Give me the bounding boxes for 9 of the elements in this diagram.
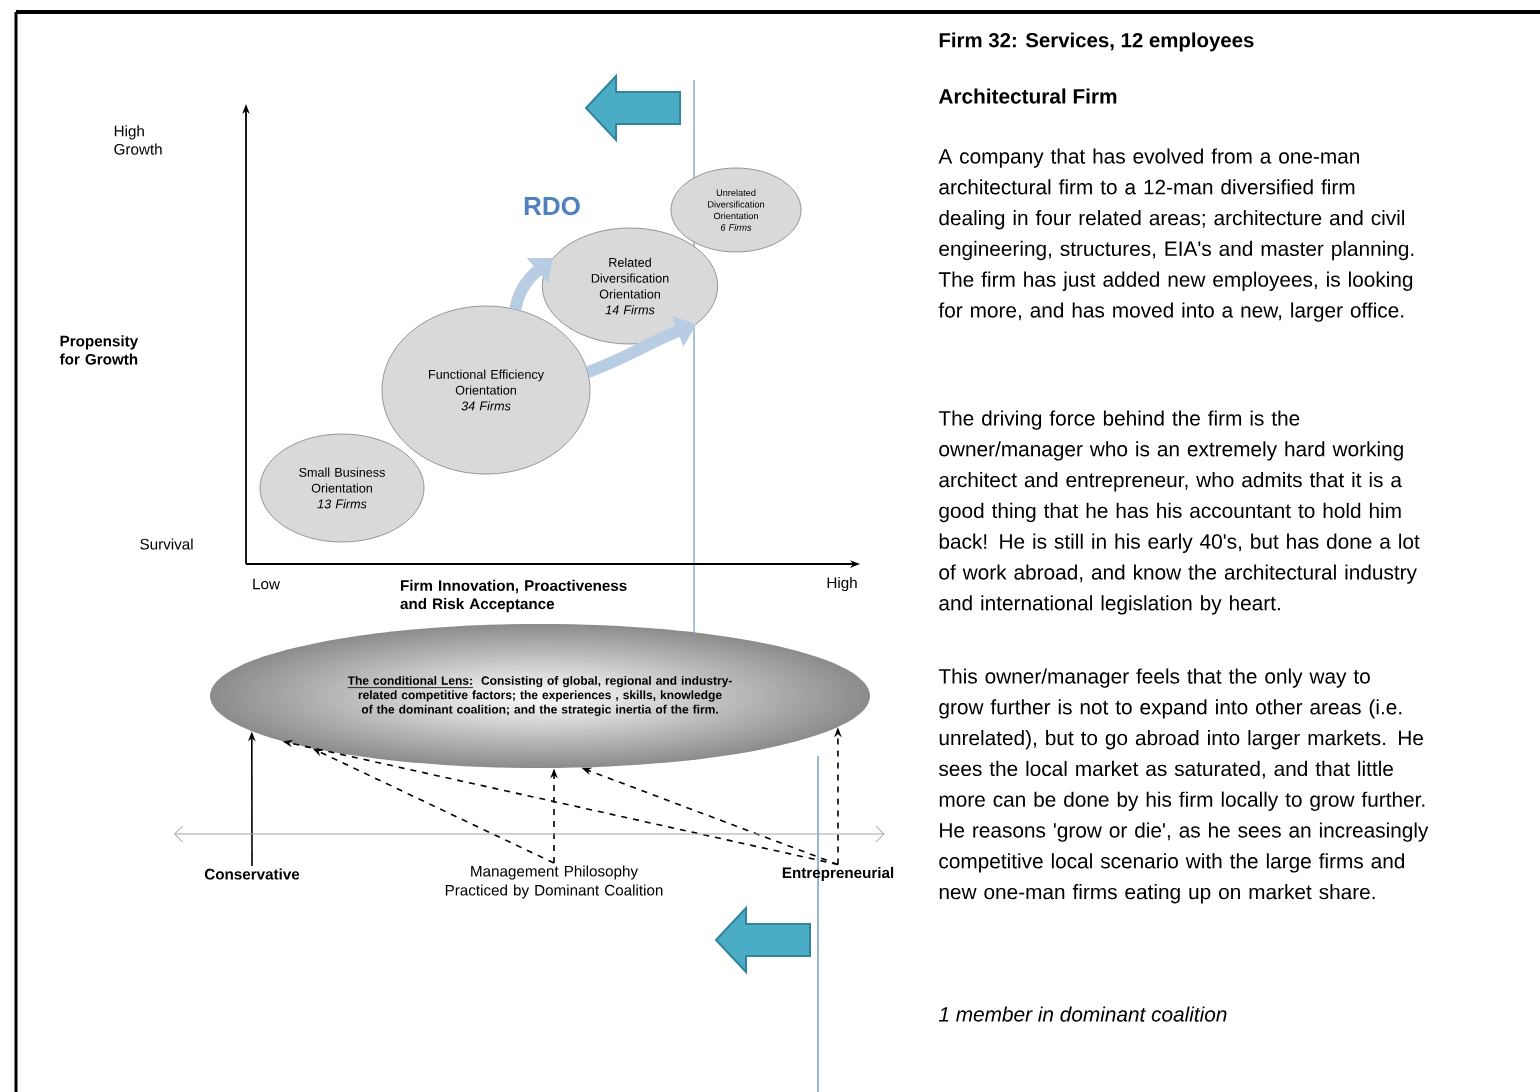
arrow <box>509 257 553 311</box>
paragraph: A company that has evolved from a one-man architectural firm to a 12-man diversified firm dealing in four related areas; architecture and civil engineering, structures, EIA's and master planning. The firm has just added new employees, is looking for more, and has moved into a new, larger office. <box>938 148 1414 322</box>
rdo-label: RDO <box>524 196 580 216</box>
heading: Firm 32: Services, 12 employees <box>939 32 1254 52</box>
paragraph: The driving force behind the firm is the owner/manager who is an extremely hard working architect and entrepreneur, who admits that it is a good thing that he has his accountant to hold him back! He is still in his early 40's, but has done a lot of work abroad, and know the architectural industry and international legislation by heart. <box>938 410 1420 615</box>
note: 1 member in dominant coalition <box>938 1006 1227 1022</box>
paragraph: This owner/manager feels that the only way to grow further is not to expand into other areas (i.e. unrelated), but to go abroad into larger markets. He sees the local market as saturated, and that little more can be done by his firm locally to grow further. He reasons 'grow or die', as he sees an increasingly competitive local scenario with the large firms and new one-man firms eating up on market share. <box>938 668 1429 904</box>
subheading: Architectural Firm <box>938 88 1117 104</box>
arrow <box>174 825 885 843</box>
